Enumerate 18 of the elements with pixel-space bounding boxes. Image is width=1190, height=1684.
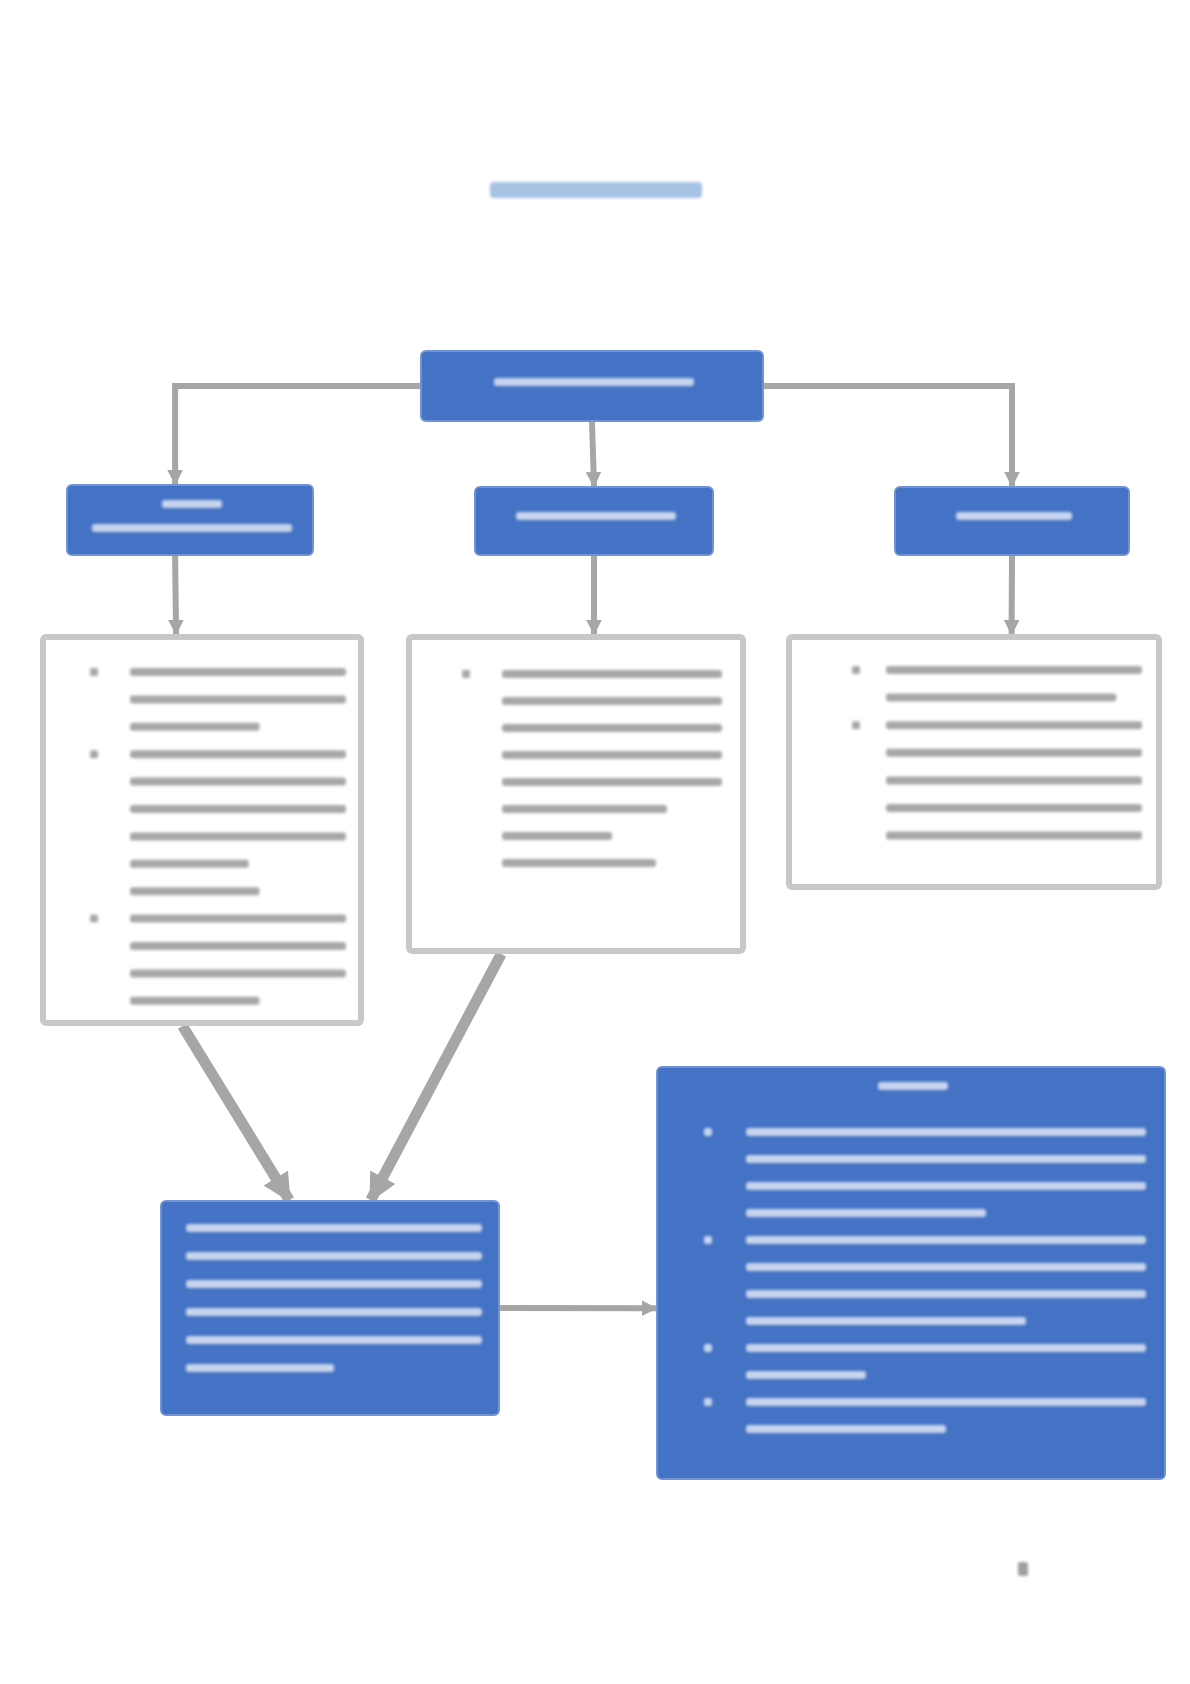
filled-box (420, 350, 764, 422)
arrow (177, 1023, 294, 1203)
arrow (585, 421, 602, 488)
arrow (1003, 556, 1020, 636)
filled-box (474, 486, 714, 556)
outlined-box (786, 634, 1162, 890)
arrow (365, 951, 507, 1203)
filled-box (894, 486, 1130, 556)
outlined-box (40, 634, 364, 1026)
arrow (167, 383, 420, 486)
filled-box (66, 484, 314, 556)
arrow (764, 383, 1020, 488)
filled-box (656, 1066, 1166, 1480)
arrow (168, 555, 184, 636)
arrow (500, 1300, 658, 1316)
filled-box (160, 1200, 500, 1416)
outlined-box (406, 634, 746, 954)
arrow (586, 556, 602, 636)
